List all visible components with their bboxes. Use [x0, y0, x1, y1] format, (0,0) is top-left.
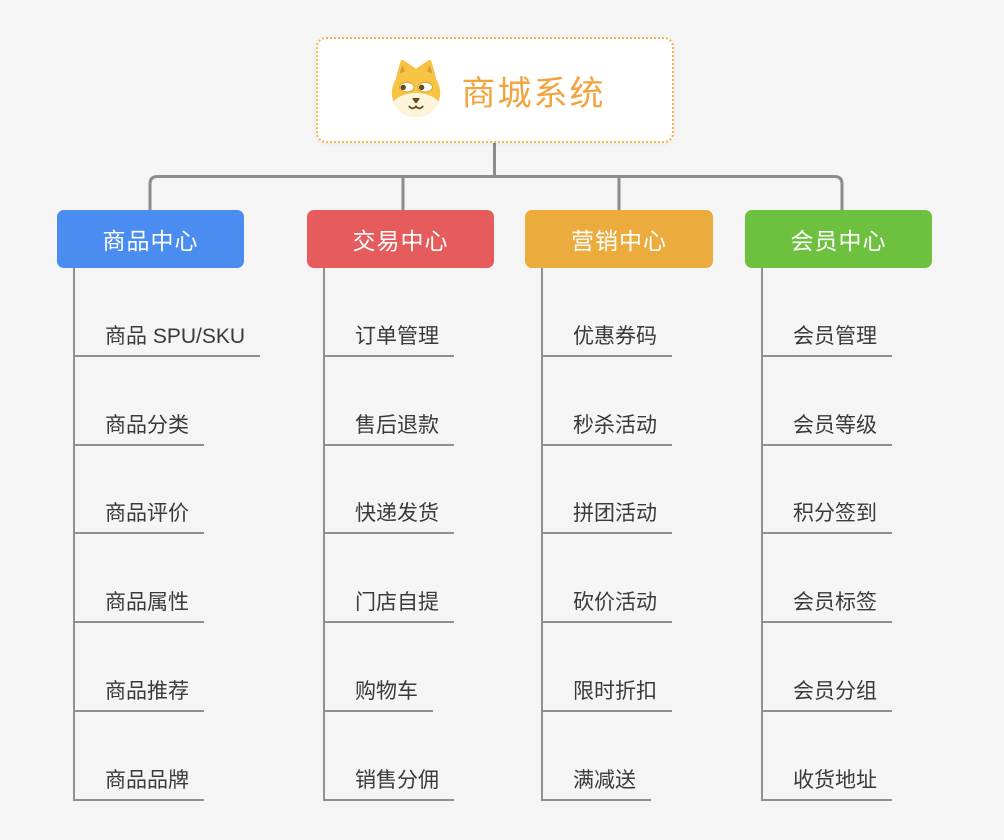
subtopic-item[interactable]: 收货地址	[761, 766, 892, 801]
subtopic-item[interactable]: 商品 SPU/SKU	[73, 322, 261, 357]
branch-member-center: 会员中心 会员管理 会员等级 积分签到 会员标签 会员分组 收货地址	[745, 210, 932, 840]
subtopic-item[interactable]: 售后退款	[323, 411, 454, 446]
subtopic-item[interactable]: 会员等级	[761, 411, 892, 446]
branch-product-center: 商品中心 商品 SPU/SKU 商品分类 商品评价 商品属性 商品推荐 商品品牌	[57, 210, 261, 840]
root-topic-title: 商城系统	[461, 74, 606, 113]
subtopic-item[interactable]: 商品分类	[73, 411, 204, 446]
subtopic-item[interactable]: 拼团活动	[541, 499, 672, 534]
branch-header-trade[interactable]: 交易中心	[307, 210, 494, 268]
subtopic-item[interactable]: 销售分佣	[323, 766, 454, 801]
branch-header-product[interactable]: 商品中心	[57, 210, 244, 268]
subtopic-item[interactable]: 会员分组	[761, 677, 892, 712]
subtopic-item[interactable]: 快递发货	[323, 499, 454, 534]
root-topic[interactable]: 商城系统	[316, 37, 674, 143]
branch-trade-center: 交易中心 订单管理 售后退款 快递发货 门店自提 购物车 销售分佣	[307, 210, 494, 840]
subtopic-item[interactable]: 商品属性	[73, 588, 204, 623]
subtopic-item[interactable]: 订单管理	[323, 322, 454, 357]
root-branch-connectors	[148, 141, 844, 210]
branch-marketing-center: 营销中心 优惠券码 秒杀活动 拼团活动 砍价活动 限时折扣 满减送	[525, 210, 713, 840]
subtopic-item[interactable]: 商品推荐	[73, 677, 204, 712]
subtopic-item[interactable]: 商品品牌	[73, 766, 204, 801]
subtopic-item[interactable]: 商品评价	[73, 499, 204, 534]
dog-face-icon	[391, 59, 440, 118]
subtopic-item[interactable]: 限时折扣	[541, 677, 672, 712]
branch-header-member[interactable]: 会员中心	[745, 210, 932, 268]
subtopic-item[interactable]: 会员标签	[761, 588, 892, 623]
branch-header-marketing[interactable]: 营销中心	[525, 210, 713, 268]
subtopic-item[interactable]: 积分签到	[761, 499, 892, 534]
subtopic-item[interactable]: 购物车	[323, 677, 433, 712]
subtopic-item[interactable]: 门店自提	[323, 588, 454, 623]
subtopic-item[interactable]: 秒杀活动	[541, 411, 672, 446]
subtopic-item[interactable]: 优惠券码	[541, 322, 672, 357]
subtopic-item[interactable]: 会员管理	[761, 322, 892, 357]
subtopic-item[interactable]: 砍价活动	[541, 588, 672, 623]
subtopic-item[interactable]: 满减送	[541, 766, 651, 801]
